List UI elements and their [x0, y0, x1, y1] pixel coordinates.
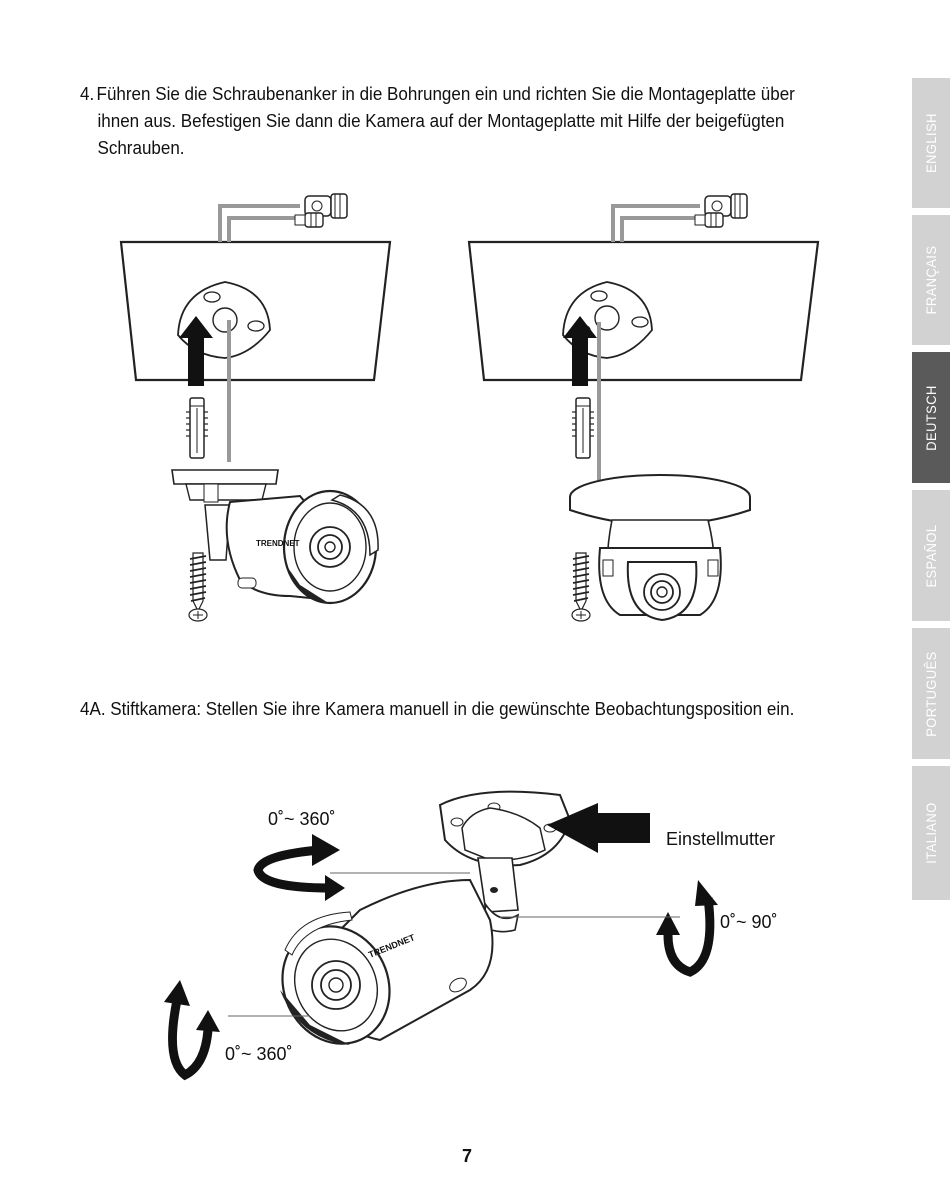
camera-adjustment-diagram: TRENDNET 0˚~ 360˚ Einstellmutter 0˚~ 90˚… — [164, 790, 778, 1081]
screw-anchor-icon — [185, 397, 209, 459]
bullet-camera-mounting-diagram: TRENDNET — [119, 193, 392, 622]
tab-label: PORTUGUÊS — [923, 650, 939, 737]
cable-2 — [227, 216, 300, 242]
tab-deutsch[interactable]: DEUTSCH — [912, 352, 950, 483]
tab-label: ITALIANO — [923, 802, 939, 864]
language-tabs: ENGLISH FRANÇAIS DEUTSCH ESPAÑOL PORTUGU… — [912, 78, 950, 900]
tab-espanol[interactable]: ESPAÑOL — [912, 490, 950, 621]
lens-rotation-arrow-icon — [168, 999, 213, 1081]
screw-icon — [571, 552, 591, 622]
step-number: 4. — [80, 83, 95, 104]
step-4-instruction: 4.Führen Sie die Schraubenanker in die B… — [80, 80, 816, 161]
adjust-nut-label: Einstellmutter — [666, 829, 775, 849]
tab-francais[interactable]: FRANÇAIS — [912, 215, 950, 345]
tilt-arrow-icon — [663, 897, 715, 977]
tab-english[interactable]: ENGLISH — [912, 78, 950, 208]
page-number: 7 — [462, 1146, 473, 1166]
dome-camera-mounting-diagram — [467, 193, 820, 622]
tab-label: FRANÇAIS — [923, 245, 939, 315]
tab-portugues[interactable]: PORTUGUÊS — [912, 628, 950, 759]
adjust-nut-arrow-icon — [547, 803, 650, 853]
tab-italiano[interactable]: ITALIANO — [912, 766, 950, 900]
pan-rotation-arrow-icon — [253, 845, 331, 893]
screw-anchor-icon — [571, 397, 595, 459]
step-4-line-1: 4.Führen Sie die Schraubenanker in die B… — [80, 80, 816, 107]
pan-range-label: 0˚~ 360˚ — [268, 809, 336, 829]
tab-label: ENGLISH — [923, 113, 939, 173]
step-4-line-2: ihnen aus. Befestigen Sie dann die Kamer… — [97, 110, 785, 131]
tilt-range-label: 0˚~ 90˚ — [720, 912, 778, 932]
tab-label: DEUTSCH — [923, 384, 939, 451]
step-4a-instruction: 4A. Stiftkamera: Stellen Sie ihre Kamera… — [80, 698, 795, 719]
cable-1 — [218, 204, 300, 242]
screw-icon — [188, 552, 208, 622]
power-connector-icon — [294, 212, 324, 228]
tab-label: ESPAÑOL — [923, 523, 939, 588]
brand-logo: TRENDNET — [256, 539, 300, 548]
power-connector-icon — [694, 212, 724, 228]
lens-rotation-range-label: 0˚~ 360˚ — [225, 1044, 293, 1064]
step-4-line-3: Schrauben. — [97, 137, 185, 158]
